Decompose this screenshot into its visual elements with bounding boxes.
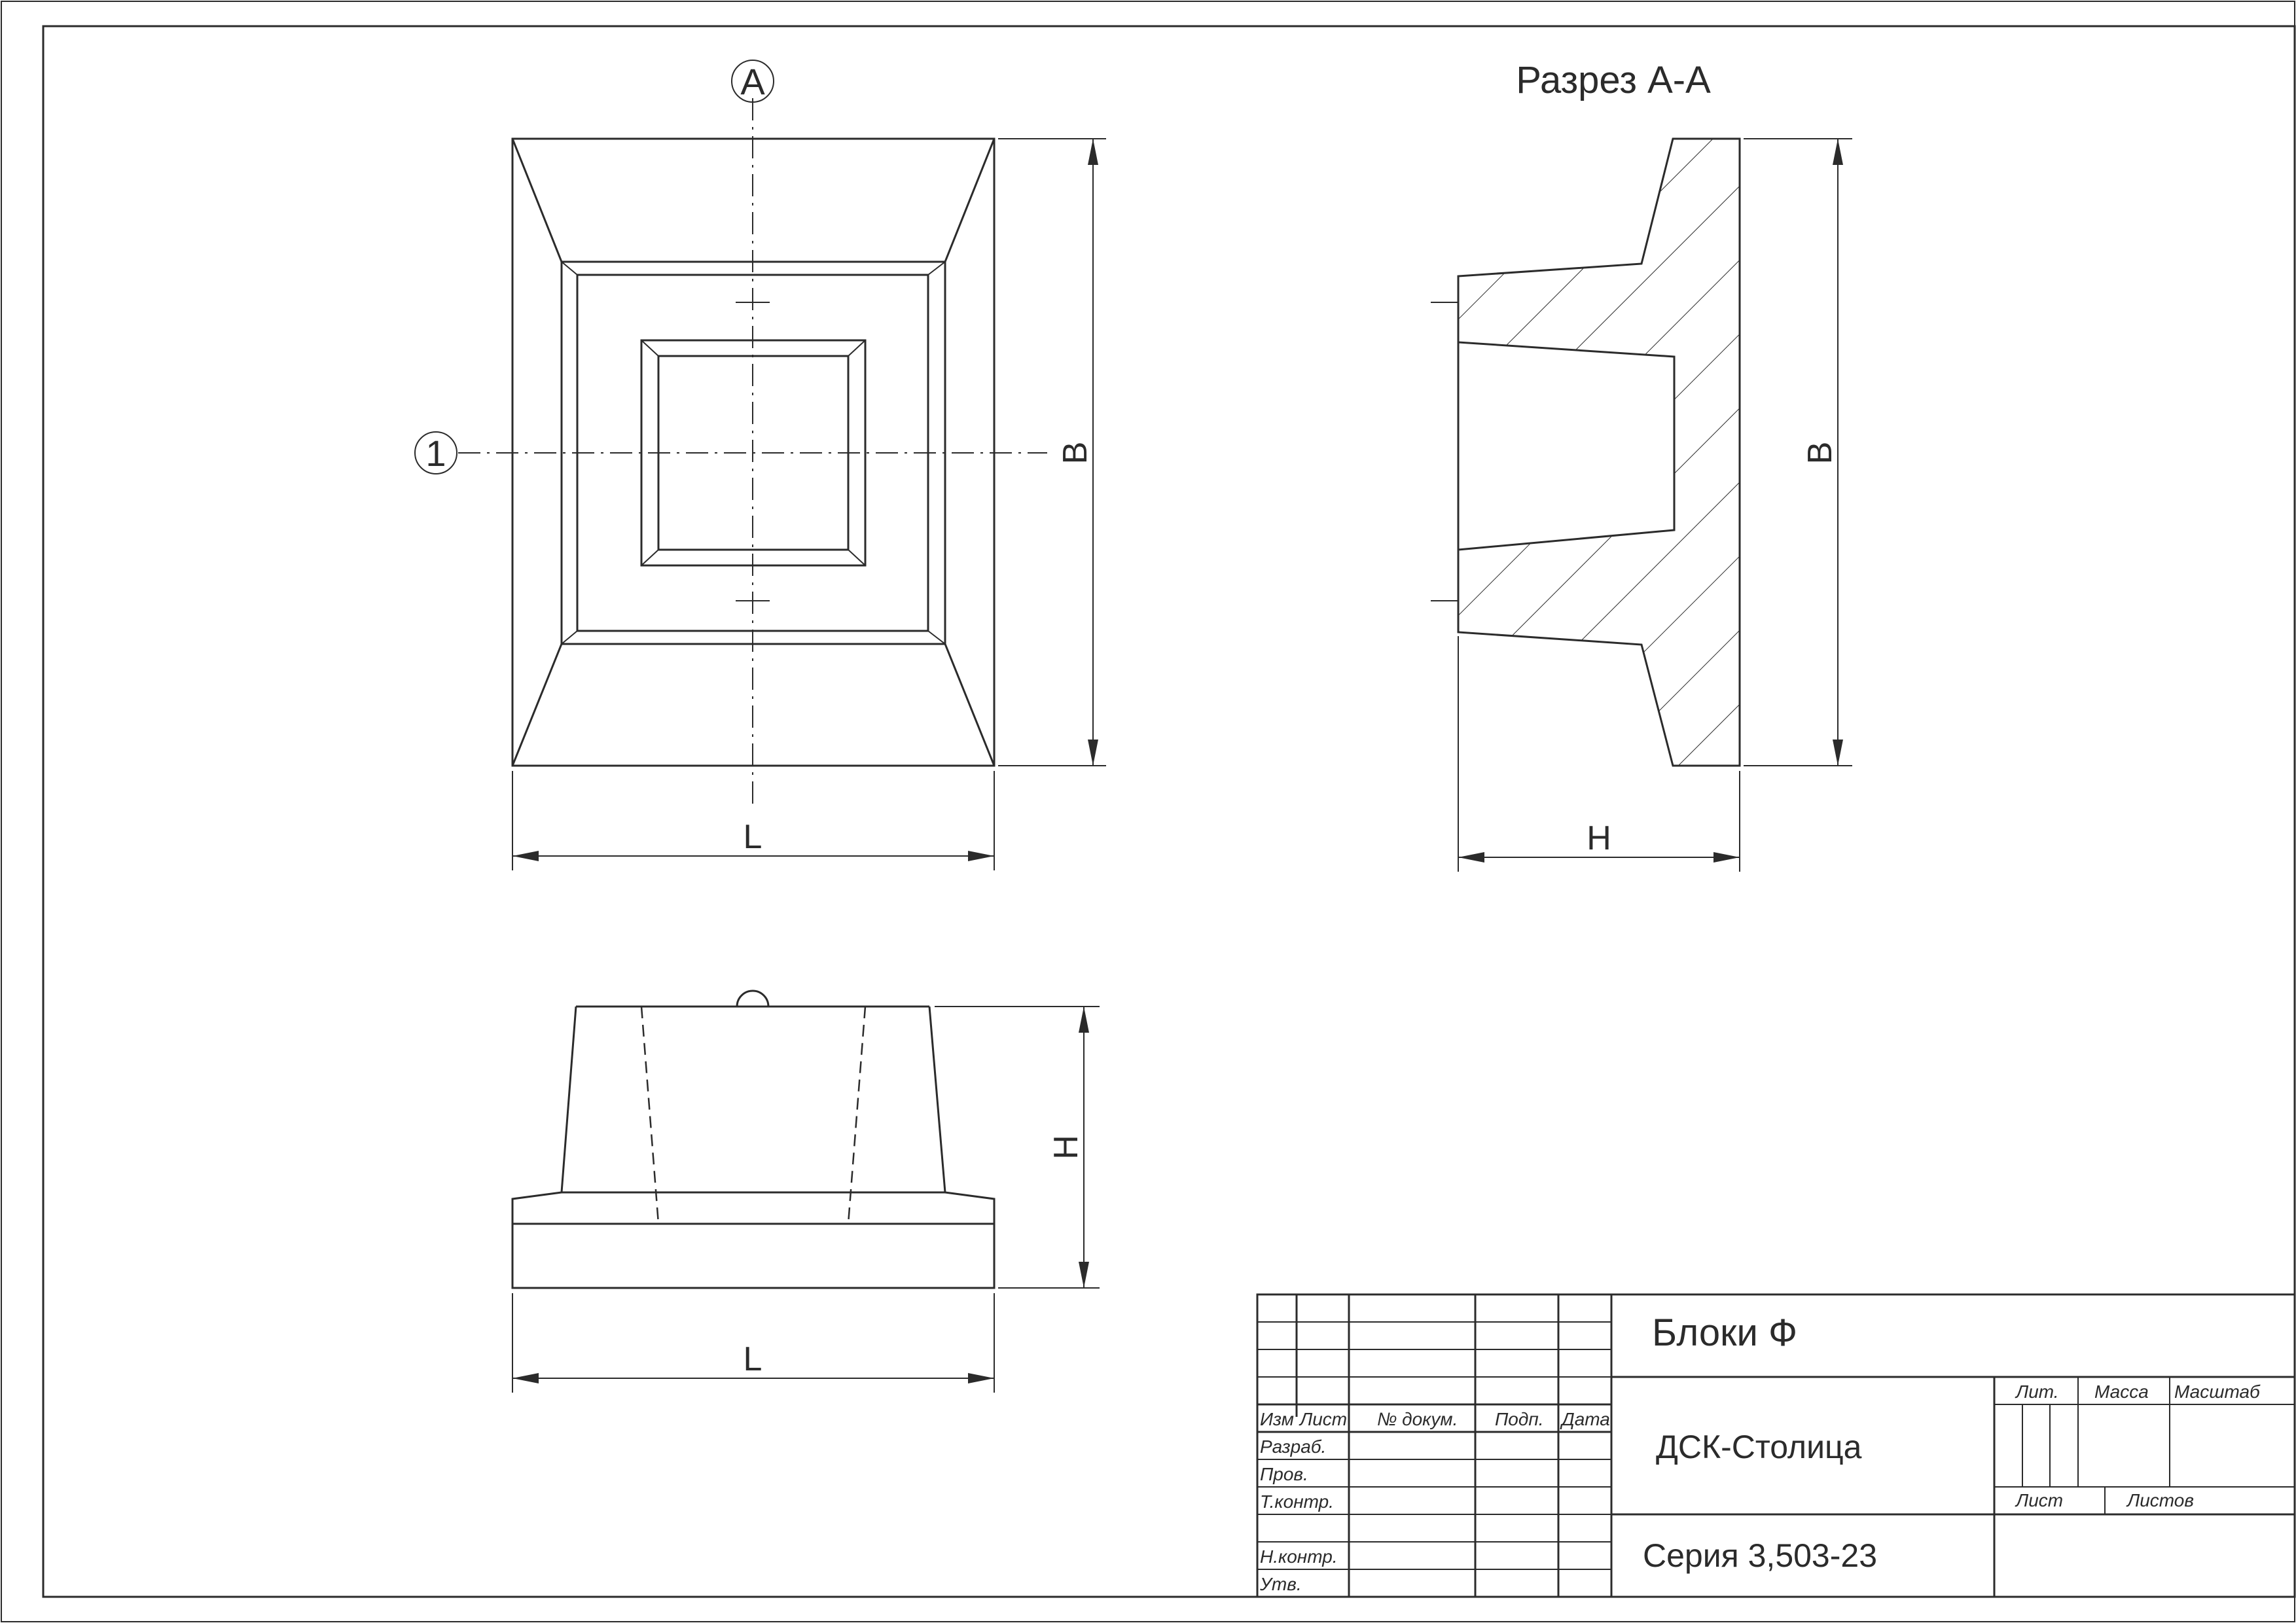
axis-marker-label: 1 — [425, 433, 446, 474]
sheets-label: Листов — [2126, 1490, 2194, 1510]
dim-l-side: L — [744, 1340, 762, 1378]
series-number: Серия 3,503-23 — [1643, 1537, 1877, 1574]
mass-header: Масса — [2094, 1382, 2149, 1402]
plan-view: А 1 B L — [414, 60, 1106, 870]
section-title: Разрез А-А — [1516, 59, 1711, 101]
col-date: Дата — [1560, 1409, 1610, 1429]
dim-h-side: H — [1047, 1135, 1085, 1160]
dim-h-section: H — [1587, 819, 1611, 857]
section-view: Разрез А-А B H — [1431, 59, 1852, 872]
dim-b-section: B — [1801, 442, 1839, 465]
organization: ДСК-Столица — [1656, 1429, 1862, 1465]
row-utv: Утв. — [1259, 1574, 1302, 1594]
col-doc: № докум. — [1377, 1409, 1458, 1429]
axis-marker — [414, 431, 457, 474]
title-block: Изм Лист № докум. Подп. Дата Разраб. Про… — [1256, 1293, 2296, 1598]
row-razrab: Разраб. — [1260, 1436, 1326, 1457]
section-marker-label: А — [740, 61, 765, 102]
col-sign: Подп. — [1495, 1409, 1544, 1429]
scale-header: Масштаб — [2174, 1382, 2261, 1402]
col-izm: Изм — [1260, 1409, 1294, 1429]
row-nkontr: Н.контр. — [1260, 1546, 1338, 1567]
side-view: H L — [511, 990, 1100, 1393]
section-marker — [731, 60, 774, 103]
drawing-frame — [42, 25, 2296, 1598]
row-tkontr: Т.контр. — [1260, 1491, 1334, 1512]
row-prov: Пров. — [1260, 1464, 1308, 1484]
dim-l-plan: L — [744, 818, 762, 856]
col-list: Лист — [1299, 1409, 1347, 1429]
dim-b-plan: B — [1056, 442, 1094, 465]
product-name: Блоки Ф — [1652, 1311, 1797, 1354]
lit-header: Лит. — [2015, 1382, 2059, 1402]
sheet-label: Лист — [2015, 1490, 2063, 1510]
